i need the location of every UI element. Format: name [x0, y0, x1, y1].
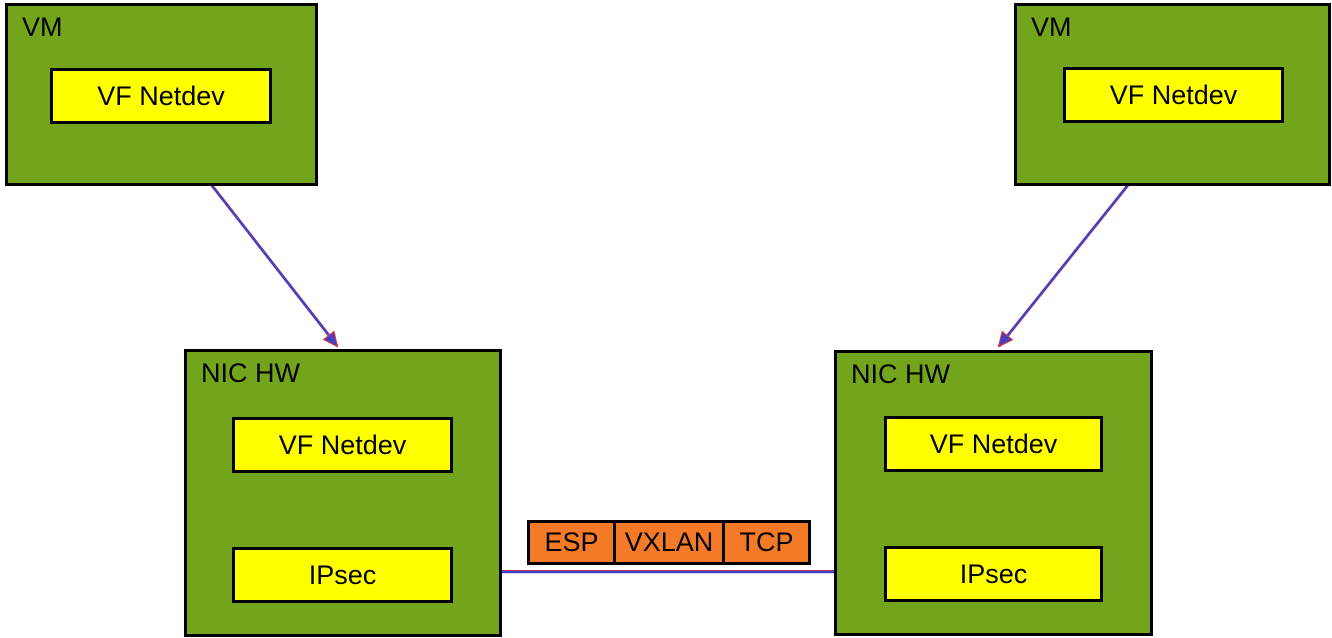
- vf-netdev-box-vm-right: VF Netdev: [1063, 67, 1284, 123]
- vm-right-label: VM: [1031, 12, 1072, 42]
- ipsec-box-left: IPsec: [232, 547, 453, 603]
- nic-hw-box-right: NIC HW VF Netdev IPsec: [834, 350, 1153, 636]
- nic-left-label: NIC HW: [201, 358, 300, 388]
- vm-box-right: VM VF Netdev: [1014, 3, 1331, 186]
- vf-netdev-box-nic-left: VF Netdev: [232, 417, 453, 473]
- vm-box-left: VM VF Netdev: [5, 3, 318, 186]
- packet-segment-tcp: TCP: [722, 520, 811, 565]
- vf-netdev-box-nic-right: VF Netdev: [884, 416, 1103, 472]
- packet-header-strip: ESP VXLAN TCP: [527, 520, 811, 565]
- ipsec-box-right: IPsec: [884, 546, 1103, 602]
- arrow-ipsec-tunnel: [459, 571, 879, 572]
- nic-right-label: NIC HW: [851, 359, 950, 389]
- vm-left-label: VM: [22, 12, 63, 42]
- packet-segment-vxlan: VXLAN: [613, 520, 725, 565]
- packet-segment-esp: ESP: [527, 520, 616, 565]
- nic-hw-box-left: NIC HW VF Netdev IPsec: [184, 349, 502, 637]
- vf-netdev-box-vm-left: VF Netdev: [50, 68, 272, 124]
